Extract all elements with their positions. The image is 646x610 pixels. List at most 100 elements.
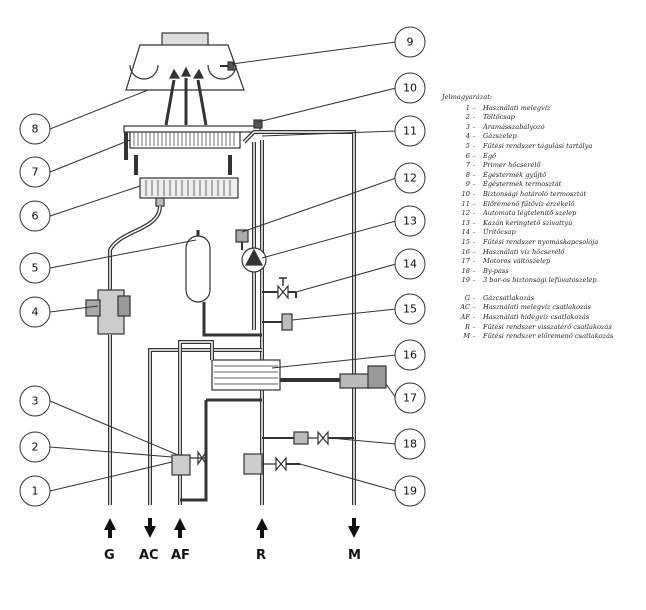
callout-1: 1 — [32, 485, 39, 498]
legend-text: Automata légtelenítő szelep — [483, 209, 577, 218]
label-r: R — [256, 548, 267, 563]
legend-text: Használati víz hőcserélő — [483, 247, 565, 256]
legend-item: 10-Biztonsági határoló termosztát — [442, 190, 642, 200]
legend: Jelmagyarázat: 1-Használati melegvíz 2-T… — [442, 93, 642, 342]
legend-num: 1 — [465, 103, 470, 112]
connection-code: AC — [460, 303, 470, 312]
legend-num: 4 — [465, 132, 470, 141]
safety-relief-valve — [243, 453, 300, 475]
legend-text: Áramásszabályozó — [483, 122, 545, 131]
legend-item: 16-Használati víz hőcserélő — [442, 248, 642, 258]
legend-item: 6-Égő — [442, 152, 642, 162]
connection-code: R — [465, 322, 470, 331]
legend-item: 3-Áramásszabályozó — [442, 123, 642, 133]
callout-14: 14 — [403, 258, 417, 271]
safety-thermostat — [253, 119, 263, 129]
callout-7: 7 — [32, 166, 39, 179]
legend-item: 11-Előremenő fűtővíz érzékelő — [442, 200, 642, 210]
label-af: AF — [171, 548, 190, 563]
legend-item: 2-Töltőcsap — [442, 113, 642, 123]
legend-text: Kazán keringtető szivattyú — [483, 218, 573, 227]
connection-arrows — [104, 518, 360, 538]
connection-text: Használati hidegvíz csatlakozás — [483, 313, 590, 322]
connection-text: Fűtési rendszer előremenő csatlakozás — [483, 332, 614, 341]
callout-circles — [19, 26, 426, 507]
connection-code: M — [463, 332, 470, 341]
callout-16: 16 — [403, 349, 417, 362]
connection-code: G — [464, 293, 470, 302]
legend-item: 4-Gázszelep — [442, 132, 642, 142]
legend-item: 15-Fűtési rendszer nyomáskapcsolója — [442, 238, 642, 248]
bypass — [262, 430, 354, 446]
legend-text: Égéstermék termosztát — [483, 180, 562, 189]
legend-item: 17-Motoros váltószelep — [442, 257, 642, 267]
legend-text: Motoros váltószelep — [483, 257, 551, 266]
legend-num: 11 — [461, 199, 470, 208]
legend-item: 5-Fűtési rendszer tágulási tartálya — [442, 142, 642, 152]
legend-num: 9 — [465, 180, 470, 189]
connection-item: AF-Használati hidegvíz csatlakozás — [442, 313, 642, 323]
diverter-valve — [339, 365, 387, 389]
callout-6: 6 — [32, 210, 39, 223]
gas-valve — [85, 289, 131, 335]
legend-item: 14-Ürítőcsap — [442, 228, 642, 238]
legend-text: 3 bar-os biztonsági lefúvatószelep — [483, 276, 597, 285]
legend-num: 19 — [461, 276, 470, 285]
legend-text: Használati melegvíz — [483, 103, 551, 112]
legend-text: Fűtési rendszer tágulási tartálya — [483, 141, 593, 150]
legend-num: 10 — [461, 189, 470, 198]
legend-text: Fűtési rendszer nyomáskapcsolója — [483, 237, 599, 246]
callout-15: 15 — [403, 303, 417, 316]
leader-lines — [49, 41, 397, 492]
legend-num: 7 — [465, 161, 470, 170]
connection-item: G-Gázcsatlakozás — [442, 294, 642, 304]
legend-item: 1-Használati melegvíz — [442, 104, 642, 114]
legend-num: 16 — [461, 247, 470, 256]
legend-text: Töltőcsap — [483, 113, 515, 122]
callout-11: 11 — [403, 125, 417, 138]
legend-text: By-pass — [483, 266, 509, 275]
legend-num: 14 — [461, 228, 470, 237]
burner — [139, 177, 239, 207]
callout-8: 8 — [32, 123, 39, 136]
legend-item: 9-Égéstermék termosztát — [442, 180, 642, 190]
legend-item: 13-Kazán keringtető szivattyú — [442, 219, 642, 229]
connection-item: R-Fűtési rendszer visszatérő csatlakozás — [442, 323, 642, 333]
legend-text: Égő — [483, 151, 497, 160]
callout-9: 9 — [407, 36, 414, 49]
legend-num: 17 — [461, 257, 470, 266]
connection-text: Gázcsatlakozás — [483, 293, 535, 302]
callout-10: 10 — [403, 82, 417, 95]
legend-text: Primer hőcserélő — [483, 161, 541, 170]
label-ac: AC — [139, 548, 159, 563]
connection-code: AF — [460, 313, 470, 322]
legend-text: Égéstermék gyűjtő — [483, 170, 547, 179]
legend-text: Biztonsági határoló termosztát — [483, 189, 587, 198]
dhw-heat-exchanger — [211, 359, 281, 391]
label-m: M — [348, 548, 361, 563]
connection-item: AC-Használati melegvíz csatlakozás — [442, 303, 642, 313]
label-g: G — [104, 548, 115, 563]
callout-13: 13 — [403, 215, 417, 228]
legend-num: 2 — [465, 113, 470, 122]
legend-text: Előremenő fűtővíz érzékelő — [483, 199, 575, 208]
legend-num: 13 — [461, 218, 470, 227]
legend-num: 12 — [461, 209, 470, 218]
primary-heat-exchanger — [123, 125, 261, 149]
air-vent — [235, 229, 249, 250]
legend-title: Jelmagyarázat: — [442, 93, 493, 101]
legend-num: 6 — [465, 151, 470, 160]
callout-12: 12 — [403, 172, 417, 185]
callout-19: 19 — [403, 485, 417, 498]
connection-text: Fűtési rendszer visszatérő csatlakozás — [483, 322, 612, 331]
callout-3: 3 — [32, 395, 39, 408]
connection-item: M-Fűtési rendszer előremenő csatlakozás — [442, 332, 642, 342]
callout-18: 18 — [403, 438, 417, 451]
legend-text: Ürítőcsap — [483, 228, 516, 237]
legend-text: Gázszelep — [483, 132, 517, 141]
callout-17: 17 — [403, 392, 417, 405]
legend-item: 19-3 bar-os biztonsági lefúvatószelep — [442, 276, 642, 286]
expansion-vessel — [185, 230, 262, 337]
callout-4: 4 — [32, 306, 39, 319]
